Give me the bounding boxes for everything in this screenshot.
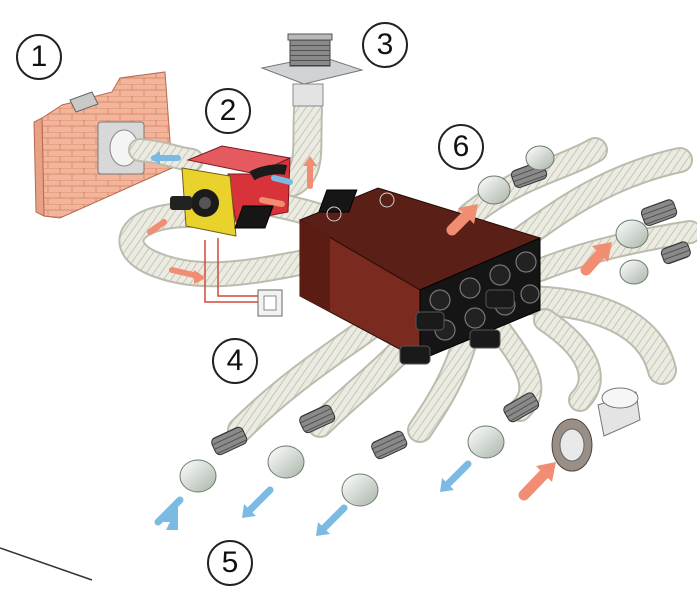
heat-exchanger-unit xyxy=(170,145,292,237)
vent-bell xyxy=(525,145,555,171)
callout-4: 4 xyxy=(212,338,258,384)
cold-air-arrow-icon xyxy=(318,504,348,534)
silencer xyxy=(299,404,336,434)
switch-wire xyxy=(204,238,258,303)
distribution-plenum xyxy=(234,187,542,365)
cold-air-arrow-icon xyxy=(244,486,274,516)
roof-terminal xyxy=(260,33,364,107)
callout-1: 1 xyxy=(16,34,62,80)
warm-air-arrow-icon xyxy=(518,464,554,501)
warm-air-arrow-icon xyxy=(259,197,285,207)
callout-3: 3 xyxy=(362,22,408,68)
vent-bell xyxy=(341,473,379,507)
wall-switch xyxy=(204,238,283,317)
wall-outlet-group xyxy=(33,71,173,219)
vent-bell xyxy=(615,219,649,249)
roof-cap xyxy=(289,37,331,67)
plenum-front-shade xyxy=(300,220,330,312)
silencer xyxy=(660,241,691,265)
warm-air-arrow-icon xyxy=(169,267,201,279)
corner-line xyxy=(0,547,93,581)
cold-air-arrow-icon xyxy=(154,496,184,526)
silencer xyxy=(503,392,540,423)
cold-air-arrow-icon xyxy=(271,175,293,185)
airflow-arrows xyxy=(147,151,612,536)
vent-bell xyxy=(619,259,649,285)
callout-5: 5 xyxy=(207,540,253,586)
wall-side xyxy=(33,117,45,217)
duct-fittings xyxy=(179,145,691,507)
silencer xyxy=(211,426,248,456)
roof-sleeve xyxy=(292,83,324,107)
vent-bell xyxy=(179,459,217,493)
silencer xyxy=(371,430,408,460)
cold-air-arrow-icon xyxy=(442,460,472,490)
silencer xyxy=(640,199,678,227)
callout-2: 2 xyxy=(205,88,251,134)
vent-bell xyxy=(467,425,505,459)
callout-6: 6 xyxy=(438,124,484,170)
outlet-hood xyxy=(69,91,99,113)
vent-bell xyxy=(477,175,511,205)
vent-bell xyxy=(267,445,305,479)
warm-air-arrow-icon xyxy=(147,219,167,235)
